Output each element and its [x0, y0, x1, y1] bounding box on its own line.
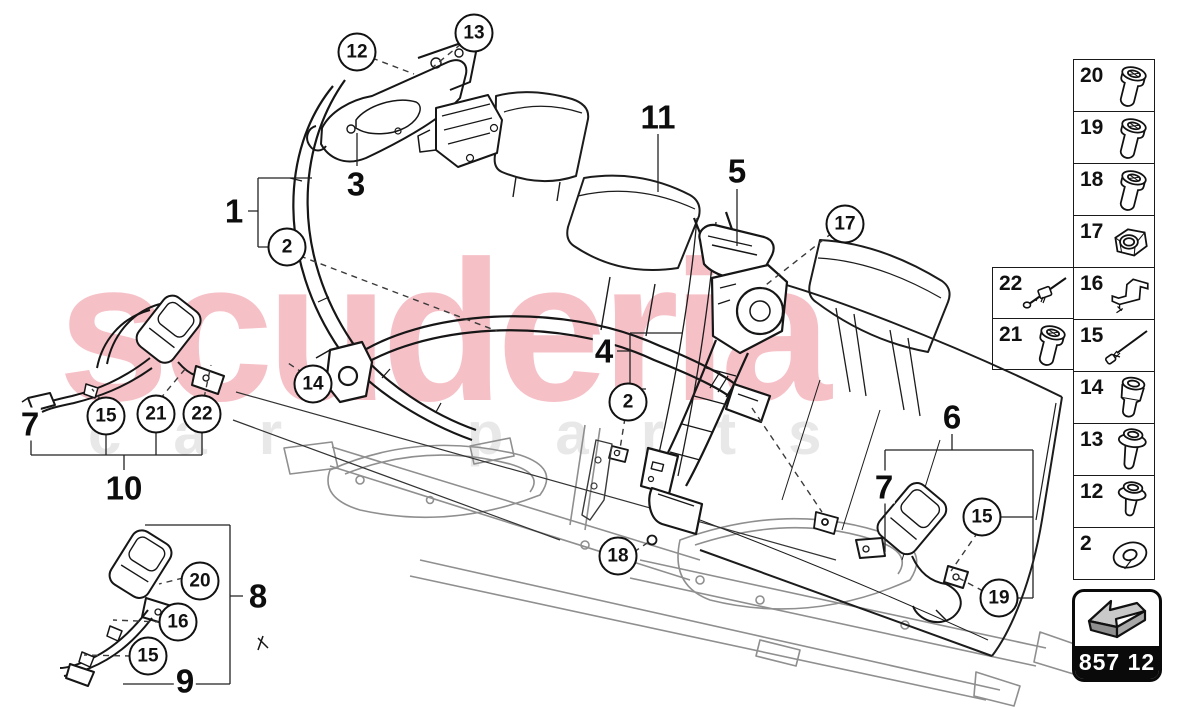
sidebar-cell-14[interactable]: 14	[1073, 371, 1155, 424]
callout-20[interactable]: 20	[180, 561, 220, 601]
sidebar-cell-13[interactable]: 13	[1073, 423, 1155, 476]
part-label-10: 10	[103, 469, 145, 507]
sidebar-cell-19[interactable]: 19	[1073, 111, 1155, 164]
sidebar-cell-20[interactable]: 20	[1073, 59, 1155, 112]
sidebar-cell-18[interactable]: 18	[1073, 163, 1155, 216]
threaded-pin-icon	[1099, 326, 1153, 373]
callout-14[interactable]: 14	[293, 364, 333, 404]
socket-head-bolt-icon	[1028, 321, 1072, 374]
part-label-4: 4	[592, 332, 616, 370]
hex-nut-icon	[1107, 224, 1153, 269]
callout-16[interactable]: 16	[158, 602, 198, 642]
part-label-7-right: 7	[872, 468, 896, 506]
cell-number: 17	[1080, 220, 1104, 243]
sidebar-cell-2[interactable]: 2	[1073, 527, 1155, 580]
part-label-5: 5	[725, 152, 749, 190]
cell-number: 22	[999, 272, 1023, 295]
floor-anchor	[813, 511, 839, 535]
part-label-7-left: 7	[18, 405, 42, 443]
cable-tie-icon	[1018, 273, 1072, 320]
belt-retractor-mechanism	[417, 94, 503, 168]
callout-15-bottom[interactable]: 15	[128, 636, 168, 676]
back-arrow-icon	[1075, 592, 1159, 646]
retractor	[710, 263, 789, 355]
buckle-right	[855, 482, 969, 624]
belt-guide-bracket	[306, 41, 503, 168]
dashed-leaders	[83, 43, 984, 657]
cell-number: 21	[999, 323, 1023, 346]
callout-12[interactable]: 12	[337, 32, 377, 72]
belt-tongue	[639, 446, 680, 496]
callout-2-mid[interactable]: 2	[608, 382, 648, 422]
sidebar-cell-12[interactable]: 12	[1073, 475, 1155, 528]
cell-number: 14	[1080, 376, 1104, 399]
callout-15-right[interactable]: 15	[962, 497, 1002, 537]
cell-number: 2	[1080, 532, 1092, 555]
cell-number: 15	[1080, 324, 1104, 347]
flanged-bolt-icon	[1109, 478, 1153, 531]
lap-belt	[315, 315, 839, 535]
belt-guide-5	[698, 223, 775, 281]
buckle-left	[21, 294, 225, 413]
cell-number: 13	[1080, 428, 1104, 451]
sidebar-cell-17[interactable]: 17	[1073, 215, 1155, 268]
part-label-8: 8	[246, 577, 270, 615]
flanged-bolt-icon	[1109, 426, 1153, 479]
shoulder-bolt-icon	[1109, 374, 1153, 427]
headrest-right	[808, 239, 951, 417]
callout-21[interactable]: 21	[136, 394, 176, 434]
part-label-1: 1	[222, 192, 246, 230]
sidebar-cell-16[interactable]: 16	[1073, 267, 1155, 320]
seat-back	[232, 91, 1063, 657]
callout-15-left[interactable]: 15	[86, 396, 126, 436]
center-belt	[581, 211, 789, 546]
callout-13[interactable]: 13	[454, 13, 494, 53]
cell-number: 12	[1080, 480, 1104, 503]
cell-number: 20	[1080, 64, 1104, 87]
diagram-code: 857 12	[1075, 646, 1159, 679]
socket-head-bolt-icon	[1109, 166, 1153, 219]
callout-17[interactable]: 17	[825, 204, 865, 244]
socket-head-bolt-icon	[1109, 114, 1153, 167]
headrest-center	[566, 174, 701, 337]
callout-22[interactable]: 22	[182, 394, 222, 434]
sidebar-cell-15[interactable]: 15	[1073, 319, 1155, 372]
part-label-3: 3	[344, 165, 368, 203]
headrest-left	[493, 91, 590, 202]
seat-frame	[283, 424, 1087, 707]
cell-number: 18	[1080, 168, 1104, 191]
leader-lines	[30, 133, 1034, 685]
part-label-6: 6	[940, 398, 964, 436]
callout-19[interactable]: 19	[979, 578, 1019, 618]
callout-18[interactable]: 18	[598, 536, 638, 576]
part-label-11: 11	[638, 98, 678, 136]
part-label-9: 9	[173, 662, 197, 700]
socket-head-bolt-icon	[1109, 62, 1153, 115]
cell-number: 19	[1080, 116, 1104, 139]
sidebar-cell-21[interactable]: 21	[992, 318, 1074, 370]
cell-number: 16	[1080, 272, 1104, 295]
callout-2-top[interactable]: 2	[267, 227, 307, 267]
sidebar-cell-22[interactable]: 22	[992, 267, 1074, 319]
belt-foot	[648, 486, 704, 536]
diagram-code-badge[interactable]: 857 12	[1072, 589, 1162, 682]
washer-icon	[1107, 535, 1153, 580]
retaining-clip-icon	[1105, 274, 1153, 321]
